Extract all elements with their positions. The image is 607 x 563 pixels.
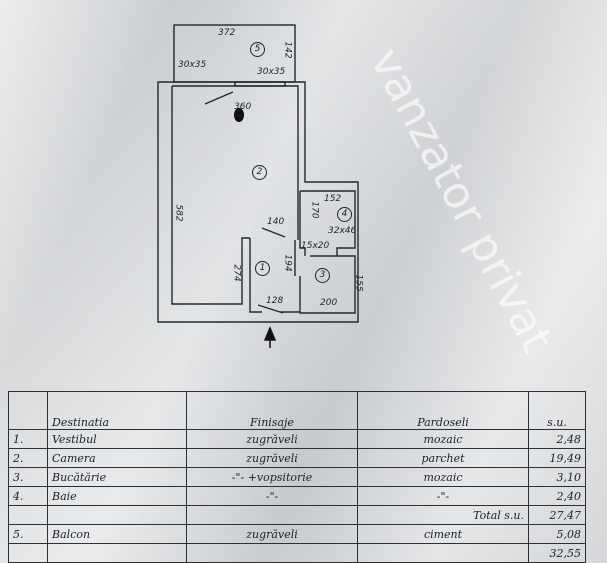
dim-door-swing: 360 (234, 102, 252, 112)
dim-kitchen-depth: 155 (353, 274, 364, 292)
dim-balcony-depth: 142 (282, 41, 293, 59)
door-140 (261, 227, 286, 238)
header-su: s.u. (528, 391, 586, 430)
header-destinatia: Destinatia (47, 391, 187, 430)
grand-total-row: 32,55 (8, 543, 586, 563)
row-destinatia: Baie (47, 486, 187, 506)
room-label-1: 1 (255, 261, 270, 276)
dim-balcony-width: 372 (218, 28, 236, 38)
row-finisaje: zugrăveli (186, 524, 358, 544)
table-row-balcon: 5. Balcon zugrăveli ciment 5,08 (8, 524, 586, 544)
outer-wall (157, 81, 359, 323)
row-pardoseli: -"- (357, 486, 529, 506)
table-row: 4. Baie -"- -"- 2,40 (8, 486, 586, 506)
dim-vent: 15x20 (301, 241, 330, 251)
entry-arrow-icon (263, 326, 277, 348)
total-row: Total s.u. 27,47 (8, 505, 586, 525)
row-destinatia: Vestibul (47, 429, 187, 449)
row-su: 19,49 (528, 448, 586, 468)
dim-room1-side: 274 (231, 264, 242, 282)
row-su: 3,10 (528, 467, 586, 487)
total-value: 27,47 (528, 505, 586, 525)
row-number: 5. (8, 524, 48, 544)
room-label-5: 5 (250, 42, 265, 57)
row-su: 5,08 (528, 524, 586, 544)
row-pardoseli: mozaic (357, 429, 529, 449)
table-row: 2. Camera zugrăveli parchet 19,49 (8, 448, 586, 468)
room-label-3: 3 (315, 268, 330, 283)
room1-walls (249, 238, 300, 313)
table-header: Destinatia Finisaje Pardoseli s.u. (8, 391, 586, 430)
grand-total-value: 32,55 (528, 543, 586, 563)
entry-door (257, 304, 284, 314)
dim-window-right: 30x35 (257, 67, 286, 77)
row-number: 2. (8, 448, 48, 468)
row-finisaje: zugrăveli (186, 448, 358, 468)
row-pardoseli: mozaic (357, 467, 529, 487)
row-number: 3. (8, 467, 48, 487)
row-su: 2,40 (528, 486, 586, 506)
dim-door-140: 140 (267, 217, 285, 227)
dim-bath-depth: 170 (309, 201, 320, 219)
row-finisaje: -"- (186, 486, 358, 506)
dim-bath-window: 32x46 (328, 226, 357, 236)
room3-walls (299, 255, 356, 314)
room2-inner (171, 85, 299, 305)
header-finisaje: Finisaje (186, 391, 358, 430)
row-pardoseli: ciment (357, 524, 529, 544)
header-pardoseli: Pardoseli (357, 391, 529, 430)
door-swing (204, 91, 234, 105)
room-label-4: 4 (337, 207, 352, 222)
row-number: 1. (8, 429, 48, 449)
dim-room2-length: 582 (173, 204, 184, 222)
dim-kitchen-width: 200 (320, 298, 338, 308)
row-finisaje: zugrăveli (186, 429, 358, 449)
row-destinatia: Camera (47, 448, 187, 468)
row-number: 4. (8, 486, 48, 506)
row-destinatia: Bucătărie (47, 467, 187, 487)
ink-stain (234, 108, 244, 122)
window-balcony (234, 81, 286, 87)
room4-walls (299, 190, 356, 256)
table-row: 1. Vestibul zugrăveli mozaic 2,48 (8, 429, 586, 449)
room-label-2: 2 (252, 165, 267, 180)
table-row: 3. Bucătărie -"- +vopsitorie mozaic 3,10 (8, 467, 586, 487)
row-pardoseli: parchet (357, 448, 529, 468)
dim-room1-width: 128 (266, 296, 284, 306)
dim-window-left: 30x35 (178, 60, 207, 70)
rooms-table: Destinatia Finisaje Pardoseli s.u. 1. Ve… (8, 391, 586, 563)
row-destinatia: Balcon (47, 524, 187, 544)
row-su: 2,48 (528, 429, 586, 449)
dim-bath-width: 152 (324, 194, 342, 204)
dim-room1-depth: 194 (282, 254, 293, 272)
floor-plan (157, 24, 359, 348)
total-label: Total s.u. (357, 505, 529, 525)
row-finisaje: -"- +vopsitorie (186, 467, 358, 487)
